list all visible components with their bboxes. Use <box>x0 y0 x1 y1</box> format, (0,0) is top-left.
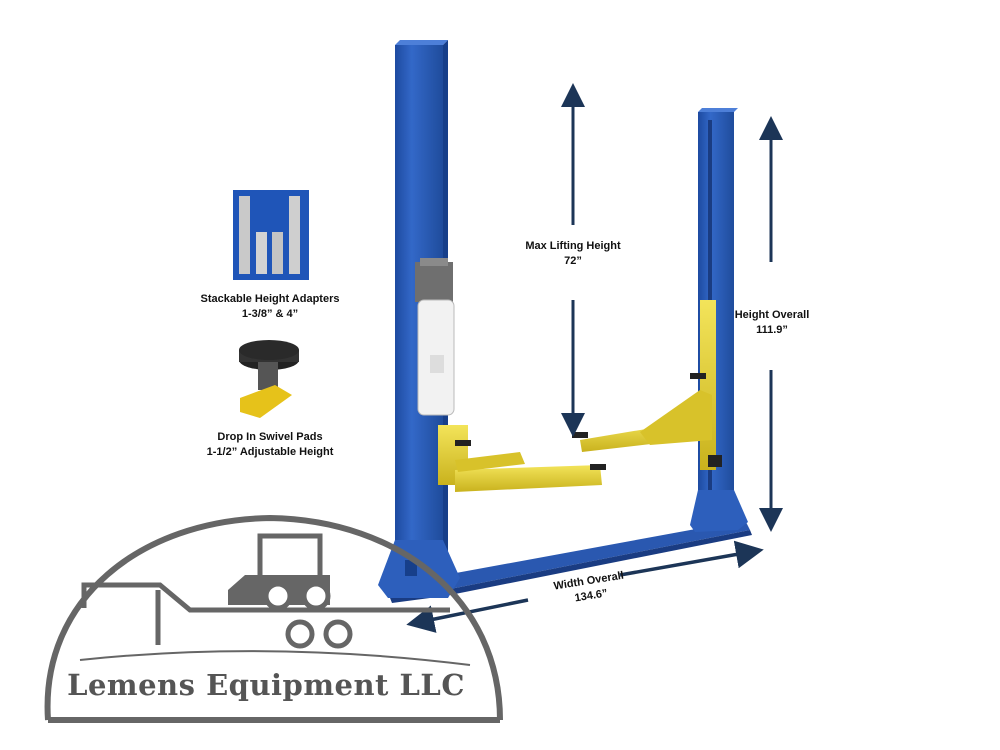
lift-arms <box>438 300 722 492</box>
pads-label-line2: 1-1/2” Adjustable Height <box>206 446 334 458</box>
swivel-pad-photo <box>239 340 299 418</box>
max-height-label: Max Lifting Height 72” <box>510 239 636 269</box>
height-overall-label-line2: 111.9” <box>756 324 788 336</box>
max-height-label-line1: Max Lifting Height <box>525 240 621 252</box>
adapters-label-line1: Stackable Height Adapters <box>200 293 340 305</box>
height-overall-label: Height Overall 111.9” <box>725 308 819 338</box>
power-unit <box>415 258 455 416</box>
max-height-label-line2: 72” <box>564 255 582 267</box>
company-name: Lemens Equipment LLC <box>67 668 465 702</box>
pads-label-line1: Drop In Swivel Pads <box>217 431 323 443</box>
height-overall-label-line1: Height Overall <box>734 309 810 321</box>
dimension-arrows <box>406 83 783 633</box>
lift-base-plate <box>380 520 752 603</box>
adapters-label-line2: 1-3/8” & 4” <box>241 308 299 320</box>
company-logo <box>44 514 503 723</box>
adapters-label: Stackable Height Adapters 1-3/8” & 4” <box>190 292 350 322</box>
adapters-photo <box>233 190 309 280</box>
pads-label: Drop In Swivel Pads 1-1/2” Adjustable He… <box>180 430 360 460</box>
